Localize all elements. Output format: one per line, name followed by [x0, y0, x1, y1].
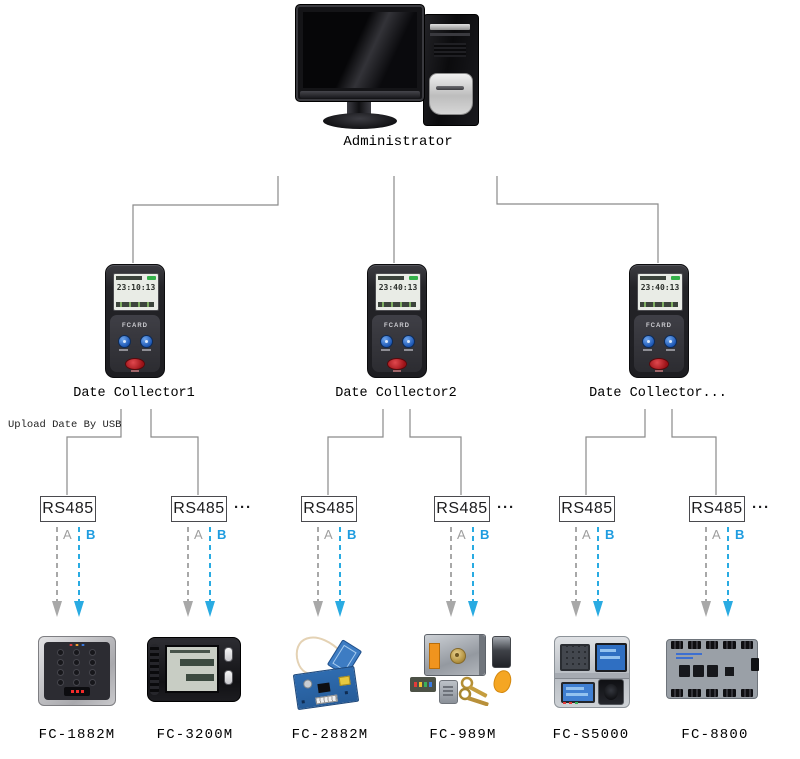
- fcard-logo: FCARD: [646, 323, 672, 329]
- wire-b-label: B: [605, 527, 615, 542]
- blue-button: [117, 335, 131, 348]
- blue-button: [663, 335, 677, 348]
- device-label-fc-3200m: FC-3200M: [156, 727, 234, 743]
- rs485-node-2: RS485 ··· A B: [171, 496, 255, 548]
- rs485-box: RS485: [301, 496, 357, 522]
- bottom-screen: [561, 682, 595, 703]
- electric-lock: [424, 634, 486, 676]
- pc-monitor: [295, 4, 425, 102]
- keypad: [560, 644, 590, 671]
- red-scan-button: [125, 358, 145, 370]
- collector-lcd: 23:40:13: [375, 273, 421, 311]
- fcard-logo: FCARD: [384, 323, 410, 329]
- wire-a-label: A: [457, 527, 466, 542]
- wire-b-label: B: [480, 527, 490, 542]
- rs485-node-1: RS485 A B: [40, 496, 124, 548]
- red-scan-button: [387, 358, 407, 370]
- wire-a-label: A: [194, 527, 203, 542]
- wire-a-arrowheads: [52, 601, 711, 617]
- relays: [679, 665, 718, 677]
- wire-b-label: B: [735, 527, 745, 542]
- side-button: [224, 670, 233, 685]
- ellipsis: ···: [234, 499, 252, 516]
- rs485-box: RS485: [171, 496, 227, 522]
- wire-a-label: A: [324, 527, 333, 542]
- remote-control: [439, 680, 458, 704]
- data-collector-2-image: 23:40:13 FCARD: [367, 264, 427, 378]
- fingerprint-reader: [598, 679, 624, 705]
- wire-b-label: B: [347, 527, 357, 542]
- top-screen: [595, 643, 627, 672]
- wire-b-arrowheads: [74, 601, 733, 617]
- wire-a-label: A: [712, 527, 721, 542]
- administrator-computer-image: [295, 4, 485, 134]
- data-collector-1-image: 23:10:13 FCARD: [105, 264, 165, 378]
- blue-button: [641, 335, 655, 348]
- wire-a-label: A: [582, 527, 591, 542]
- administrator-label: Administrator: [343, 134, 453, 150]
- device-image-fc-2882m: [286, 628, 372, 711]
- wire-a-label: A: [63, 527, 72, 542]
- device-image-fc-989m: [410, 630, 516, 706]
- admin-to-collector-lines: [132, 176, 659, 263]
- ellipsis: ···: [752, 499, 770, 516]
- side-button: [224, 647, 233, 662]
- collector-lcd: 23:40:13: [637, 273, 683, 311]
- rs485-box: RS485: [559, 496, 615, 522]
- device-image-fc-1882m: [38, 636, 116, 706]
- device-label-fc-1882m: FC-1882M: [38, 727, 116, 743]
- rs485-node-5: RS485 A B: [559, 496, 643, 548]
- blue-button: [379, 335, 393, 348]
- terminal-blocks: [671, 689, 754, 697]
- rs485-box: RS485: [434, 496, 490, 522]
- device-image-fc-8800: [666, 639, 759, 699]
- device-image-fc-s5000: [554, 636, 630, 708]
- ellipsis: ···: [497, 499, 515, 516]
- data-collector-3-image: 23:40:13 FCARD: [629, 264, 689, 378]
- lcd-screen: [165, 645, 219, 693]
- rs485-node-6: RS485 ··· A B: [689, 496, 773, 548]
- data-collector-2-label: Date Collector2: [335, 386, 457, 401]
- data-collector-3-label: Date Collector...: [589, 386, 727, 401]
- led-display: [64, 687, 90, 696]
- fcard-logo: FCARD: [122, 323, 148, 329]
- blue-button: [401, 335, 415, 348]
- device-label-fc-8800: FC-8800: [681, 727, 749, 743]
- rs485-box: RS485: [689, 496, 745, 522]
- blue-button: [139, 335, 153, 348]
- device-image-fc-3200m: [147, 637, 241, 702]
- terminal-blocks: [671, 641, 754, 649]
- rs485-node-3: RS485 A B: [301, 496, 385, 548]
- device-label-fc-s5000: FC-S5000: [552, 727, 630, 743]
- keys: [458, 676, 489, 706]
- rs485-node-4: RS485 ··· A B: [434, 496, 518, 548]
- battery-icon: [147, 276, 156, 280]
- collector-time: 23:40:13: [378, 283, 418, 292]
- lock-strike: [492, 636, 511, 668]
- battery-icon: [671, 276, 680, 280]
- battery-icon: [409, 276, 418, 280]
- device-label-fc-2882m: FC-2882M: [291, 727, 369, 743]
- upload-date-by-usb-note: Upload Date By USB: [8, 419, 122, 431]
- keypad: [57, 649, 97, 687]
- collector-lcd: 23:10:13: [113, 273, 159, 311]
- collector-time: 23:10:13: [116, 283, 156, 292]
- collector-time: 23:40:13: [640, 283, 680, 292]
- wire-b-label: B: [217, 527, 227, 542]
- pc-tower: [423, 14, 479, 126]
- data-collector-1-label: Date Collector1: [73, 386, 195, 401]
- device-label-fc-989m: FC-989M: [429, 727, 497, 743]
- rs485-box: RS485: [40, 496, 96, 522]
- collector-to-rs485-lines: [66, 409, 717, 495]
- wire-b-label: B: [86, 527, 96, 542]
- control-pcb: [410, 677, 436, 692]
- red-scan-button: [649, 358, 669, 370]
